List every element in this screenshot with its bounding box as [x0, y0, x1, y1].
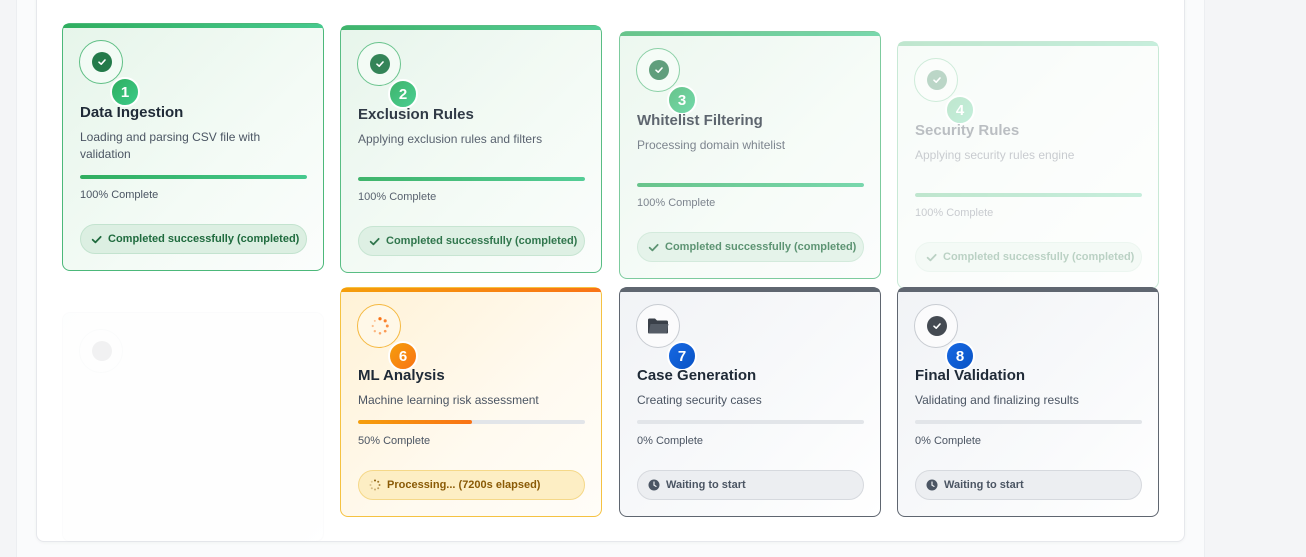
- step-icon: 2: [357, 42, 418, 109]
- checkmark-icon: [926, 253, 937, 261]
- status-pill: Waiting to start: [915, 470, 1142, 500]
- progress-bar: [358, 420, 585, 424]
- progress-label: 100% Complete: [637, 197, 716, 209]
- step-title: Security Rules: [915, 122, 1020, 139]
- progress-bar: [80, 175, 307, 179]
- step-title: ML Analysis: [358, 367, 445, 384]
- card-accent-bar: [620, 32, 880, 36]
- step-card-exclusion-rules: 2 Exclusion Rules Applying exclusion rul…: [340, 25, 602, 273]
- step-icon: 6: [357, 304, 418, 371]
- card-accent-bar: [341, 26, 601, 30]
- clock-icon: [926, 479, 938, 491]
- step-icon: 1: [79, 40, 140, 107]
- progress-bar: [637, 420, 864, 424]
- step-card-final-validation: 8 Final Validation Validating and finali…: [897, 287, 1159, 517]
- progress-bar: [915, 193, 1142, 197]
- progress-label: 100% Complete: [358, 191, 437, 203]
- card-accent-bar: [898, 288, 1158, 292]
- progress-fill: [80, 175, 307, 179]
- step-description: Machine learning risk assessment: [358, 393, 539, 407]
- step-number-badge: 7: [667, 341, 697, 371]
- progress-fill: [358, 177, 585, 181]
- card-accent-bar: [63, 24, 323, 28]
- step-title: Case Generation: [637, 367, 757, 384]
- step-number-badge: 2: [388, 79, 418, 109]
- step-card-hidden: [62, 312, 324, 542]
- check-circle-icon: [649, 60, 669, 80]
- step-title: Final Validation: [915, 367, 1026, 384]
- status-text: Waiting to start: [944, 479, 1024, 491]
- checkmark-icon: [369, 237, 380, 245]
- progress-fill: [358, 420, 472, 424]
- status-pill: Waiting to start: [637, 470, 864, 500]
- status-pill: Completed successfully (completed): [80, 224, 307, 254]
- step-number-badge: 4: [945, 95, 975, 125]
- progress-label: 100% Complete: [80, 189, 159, 201]
- step-number-badge: 6: [388, 341, 418, 371]
- status-text: Completed successfully (completed): [386, 235, 578, 247]
- step-card-case-generation: 7 Case Generation Creating security case…: [619, 287, 881, 517]
- check-circle-icon: [370, 54, 390, 74]
- progress-label: 0% Complete: [915, 435, 982, 447]
- step-number-badge: 1: [110, 77, 140, 107]
- status-pill: Completed successfully (completed): [637, 232, 864, 262]
- step-description: Applying exclusion rules and filters: [358, 132, 543, 146]
- status-text: Completed successfully (completed): [665, 241, 857, 253]
- spinner-icon: [370, 316, 390, 336]
- step-title: Data Ingestion: [80, 104, 184, 121]
- step-description: Applying security rules engine: [915, 148, 1075, 162]
- progress-bar: [637, 183, 864, 187]
- step-card-data-ingestion: 1 Data Ingestion Loading and parsing CSV…: [62, 23, 324, 271]
- status-text: Waiting to start: [666, 479, 746, 491]
- check-circle-icon: [927, 316, 947, 336]
- progress-bar: [915, 420, 1142, 424]
- progress-fill: [637, 183, 864, 187]
- progress-label: 50% Complete: [358, 435, 431, 447]
- step-description: Creating security cases: [637, 393, 762, 407]
- step-icon: 3: [636, 48, 697, 115]
- step-number-badge: 3: [667, 85, 697, 115]
- clock-icon: [648, 479, 660, 491]
- step-icon: 7: [636, 304, 697, 371]
- spinner-icon: [369, 479, 381, 491]
- search-icon: [92, 341, 112, 361]
- step-title: Exclusion Rules: [358, 106, 474, 123]
- check-circle-icon: [927, 70, 947, 90]
- step-card-whitelist-filtering: 3 Whitelist Filtering Processing domain …: [619, 31, 881, 279]
- step-title: Whitelist Filtering: [637, 112, 763, 129]
- check-circle-icon: [92, 52, 112, 72]
- checkmark-icon: [91, 235, 102, 243]
- status-pill: Processing... (7200s elapsed): [358, 470, 585, 500]
- status-text: Completed successfully (completed): [108, 233, 300, 245]
- card-accent-bar: [341, 288, 601, 292]
- step-icon: 8: [914, 304, 975, 371]
- step-icon: [79, 329, 123, 373]
- folder-icon: [646, 316, 670, 336]
- card-accent-bar: [898, 42, 1158, 46]
- progress-label: 0% Complete: [637, 435, 704, 447]
- progress-fill: [915, 193, 1142, 197]
- step-card-ml-analysis: 6 ML Analysis Machine learning risk asse…: [340, 287, 602, 517]
- progress-label: 100% Complete: [915, 207, 994, 219]
- step-description: Loading and parsing CSV file with valida…: [80, 130, 261, 161]
- step-description: Processing domain whitelist: [637, 138, 786, 152]
- card-accent-bar: [620, 288, 880, 292]
- status-text: Processing... (7200s elapsed): [387, 479, 541, 491]
- status-pill: Completed successfully (completed): [915, 242, 1142, 272]
- checkmark-icon: [648, 243, 659, 251]
- step-description: Validating and finalizing results: [915, 393, 1079, 407]
- status-text: Completed successfully (completed): [943, 251, 1135, 263]
- step-card-security-rules: 4 Security Rules Applying security rules…: [897, 41, 1159, 289]
- progress-bar: [358, 177, 585, 181]
- step-number-badge: 8: [945, 341, 975, 371]
- status-pill: Completed successfully (completed): [358, 226, 585, 256]
- step-icon: 4: [914, 58, 975, 125]
